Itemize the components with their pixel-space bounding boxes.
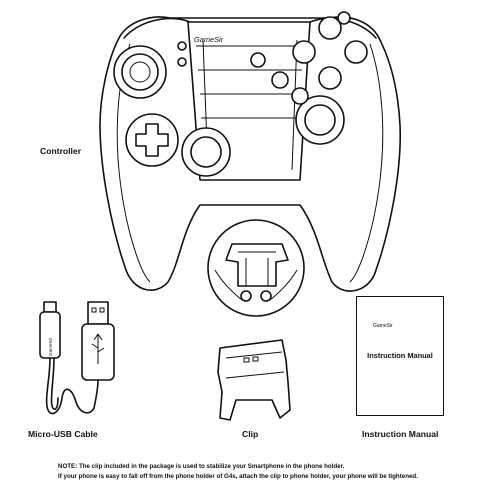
note-line-1: NOTE: The clip included in the package i… <box>58 463 345 470</box>
label-controller: Controller <box>40 146 82 156</box>
label-instruction-manual: Instruction Manual <box>362 429 439 439</box>
label-clip: Clip <box>242 429 259 439</box>
manual-brand: GameSir <box>373 323 393 329</box>
manual-cover-title: Instruction Manual <box>367 351 433 360</box>
instruction-manual-cover: GameSir Instruction Manual <box>356 296 444 416</box>
cable-brand: GameSir <box>48 337 53 356</box>
note-line-2: If your phone is easy to fall off from t… <box>58 473 418 480</box>
label-micro-usb-cable: Micro-USB Cable <box>28 429 98 439</box>
controller-brand: GameSir <box>194 35 224 44</box>
